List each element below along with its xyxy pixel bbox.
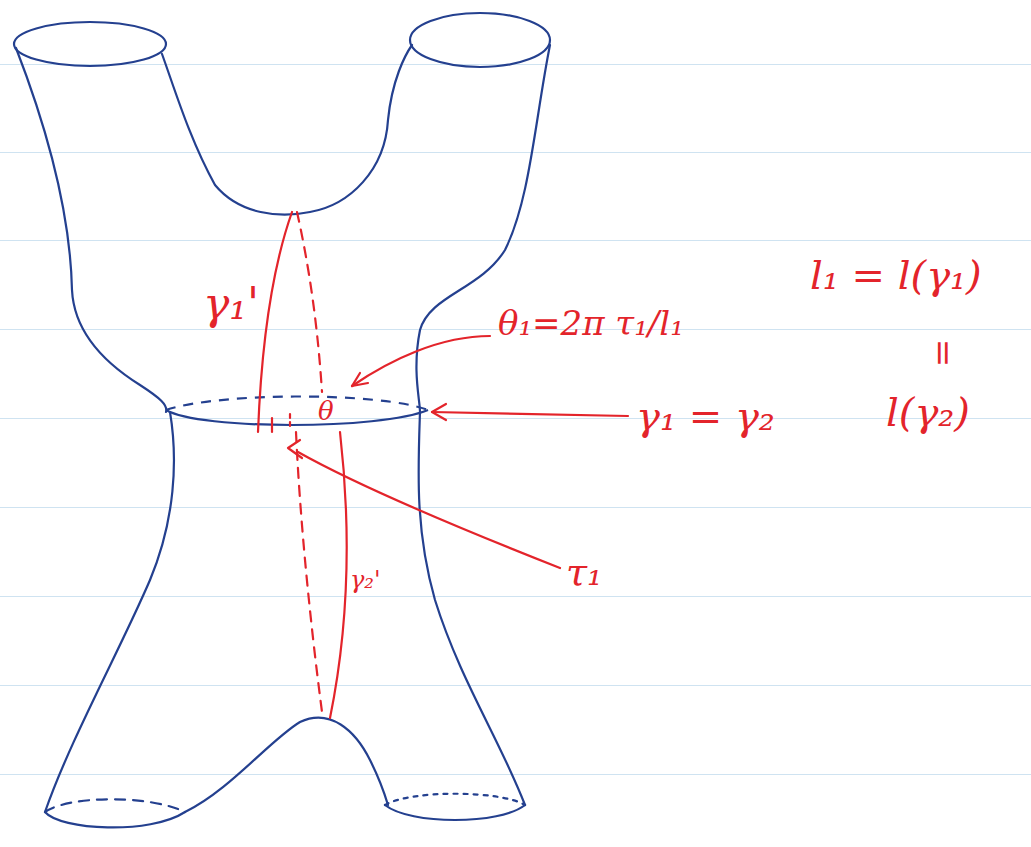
math-label: l(γ₂): [886, 392, 970, 432]
math-label: θ: [318, 398, 334, 424]
ruled-line: [0, 774, 1031, 775]
math-label: =: [927, 339, 961, 368]
math-label: γ₁': [203, 282, 259, 326]
ruled-line: [0, 418, 1031, 419]
math-label: γ₂': [350, 568, 381, 592]
ruled-line: [0, 596, 1031, 597]
math-label: γ₁ = γ₂: [636, 396, 775, 436]
ruled-line: [0, 240, 1031, 241]
math-label: τ₁: [566, 553, 602, 591]
math-label: l₁ = l(γ₁): [810, 255, 982, 295]
ruled-line: [0, 685, 1031, 686]
ruled-line: [0, 507, 1031, 508]
math-label: θ₁=2π τ₁/l₁: [498, 306, 684, 340]
ruled-line: [0, 152, 1031, 153]
